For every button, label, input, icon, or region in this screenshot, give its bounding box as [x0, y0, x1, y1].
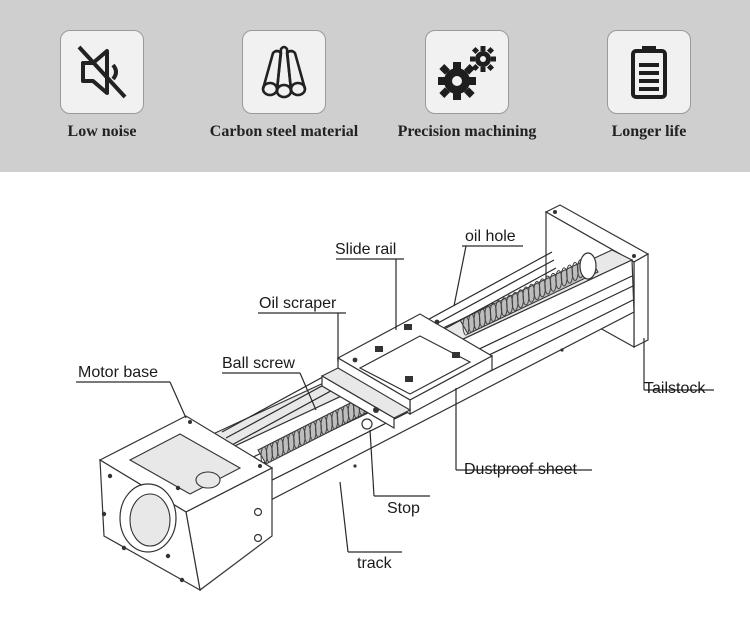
callout-dustproof-sheet: Dustproof sheet — [464, 461, 578, 478]
callout-slide-rail: Slide rail — [335, 241, 396, 258]
battery-icon — [631, 46, 667, 99]
feature-tile — [607, 30, 691, 114]
feature-tile — [242, 30, 326, 114]
features-banner: Low noise Carbon steel material — [0, 0, 750, 172]
steel-bars-icon — [261, 45, 307, 99]
feature-label: Precision machining — [397, 123, 537, 140]
ball-screw-right — [459, 252, 599, 336]
callout-track: track — [357, 555, 393, 572]
ball-screw-left — [257, 396, 369, 466]
motor-base-block — [98, 415, 274, 592]
feature-longer-life: Longer life — [564, 30, 734, 141]
linear-module-diagram: Slide rail oil hole Oil scraper Ball scr… — [76, 204, 714, 592]
callout-tailstock: Tailstock — [644, 380, 706, 397]
callout-oil-scraper: Oil scraper — [259, 295, 337, 312]
feature-tile — [425, 30, 509, 114]
callout-oil-hole: oil hole — [465, 228, 516, 245]
feature-label: Longer life — [611, 123, 687, 140]
gears-icon — [438, 46, 496, 100]
slide-carriage — [320, 313, 494, 430]
callout-stop: Stop — [387, 500, 420, 517]
mute-speaker-icon — [77, 45, 127, 99]
feature-precision-machining: Precision machining — [382, 30, 552, 141]
feature-low-noise: Low noise — [17, 30, 187, 141]
callout-lines — [76, 245, 714, 553]
feature-tile — [60, 30, 144, 114]
feature-label: Carbon steel material — [209, 123, 359, 140]
feature-label: Low noise — [67, 123, 137, 140]
callout-ball-screw: Ball screw — [222, 355, 295, 372]
feature-carbon-steel: Carbon steel material — [199, 30, 369, 141]
callout-motor-base: Motor base — [78, 364, 158, 381]
